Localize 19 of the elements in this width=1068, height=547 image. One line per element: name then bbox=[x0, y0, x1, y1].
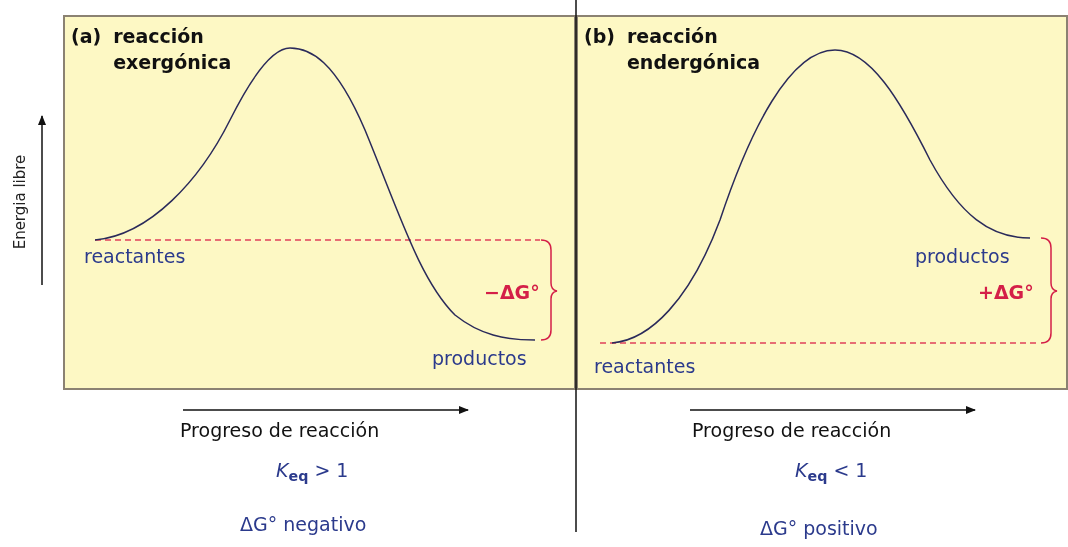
panel-letter: (a) bbox=[71, 24, 102, 49]
energy-change-label: −ΔG° bbox=[484, 280, 540, 304]
text-label: ΔG° negativo bbox=[240, 512, 367, 536]
text-label: reactantes bbox=[84, 244, 186, 268]
text-label: ΔG° positivo bbox=[760, 516, 878, 540]
text-label: K$_{eq}$ < 1 bbox=[795, 458, 868, 482]
text-label: Progreso de reacción bbox=[180, 418, 380, 442]
panel-box bbox=[63, 15, 576, 390]
energy-change-label: +ΔG° bbox=[978, 280, 1034, 304]
panel-box bbox=[576, 15, 1068, 390]
text-label: Progreso de reacción bbox=[692, 418, 892, 442]
panel-title: reacción exergónica bbox=[113, 24, 233, 75]
text-label: reactantes bbox=[594, 354, 696, 378]
text-label: productos bbox=[915, 244, 1010, 268]
axis-label: Energia libre bbox=[10, 153, 30, 252]
text-label: K$_{eq}$ > 1 bbox=[276, 458, 349, 482]
panel-title: reacción endergónica bbox=[626, 24, 761, 75]
text-label: productos bbox=[432, 346, 527, 370]
panel-letter: (b) bbox=[584, 24, 615, 49]
